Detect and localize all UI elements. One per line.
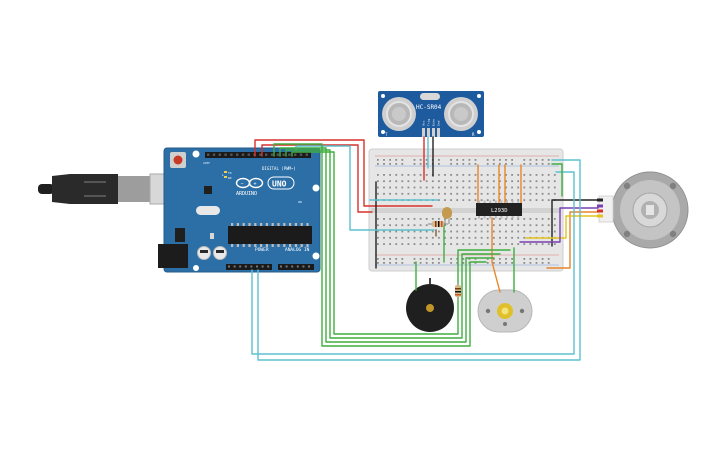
- stepper-lead: [597, 198, 603, 202]
- sensor-t-label: T: [385, 132, 388, 137]
- led-icon: [442, 207, 452, 224]
- analog-label: ANALOG IN: [285, 247, 310, 253]
- digital-header: [205, 152, 311, 158]
- resistor-icon: [455, 283, 461, 300]
- sensor-pin-label: Gnd: [437, 120, 441, 126]
- usb-cable-icon: [38, 173, 175, 205]
- wire: [273, 143, 487, 347]
- sensor-pin-echo[interactable]: [432, 128, 435, 137]
- sensor-pin-gnd[interactable]: [437, 128, 440, 137]
- svg-text:+: +: [254, 182, 257, 188]
- power-header: [226, 264, 272, 270]
- tx-label: TX: [228, 171, 232, 175]
- dc-motor-icon[interactable]: [477, 289, 533, 333]
- sensor-pin-label: Trig: [427, 119, 431, 126]
- crystal-oscillator: [420, 93, 440, 100]
- resistor-icon: [428, 221, 448, 227]
- rx-label: RX: [228, 176, 232, 180]
- wire: [257, 159, 581, 361]
- wire: [251, 171, 575, 355]
- stepper-lead: [597, 214, 603, 218]
- wire: [491, 217, 501, 293]
- transmitter-transducer: [382, 97, 416, 131]
- stepper-motor-icon[interactable]: [598, 171, 689, 249]
- breadboard[interactable]: [368, 148, 564, 272]
- l-label: L: [222, 173, 224, 177]
- wire: [279, 147, 495, 343]
- sensor-pin-trig[interactable]: [427, 128, 430, 137]
- arduino-label: ARDUINO: [236, 191, 257, 197]
- digital-label: DIGITAL (PWM~): [262, 166, 296, 171]
- receiver-transducer: [444, 97, 478, 131]
- sensor-pin-vcc[interactable]: [422, 128, 425, 137]
- wire: [285, 149, 501, 339]
- wire: [525, 215, 599, 239]
- atmega-chip: [228, 226, 312, 244]
- wire: [254, 139, 433, 207]
- wire: [551, 163, 563, 197]
- aref-label: AREF: [203, 161, 210, 165]
- wire: [546, 211, 599, 269]
- piezo-buzzer-icon[interactable]: [406, 278, 454, 332]
- wire: [551, 199, 599, 247]
- chip-label: L293D: [491, 208, 508, 214]
- analog-header: [278, 264, 314, 270]
- arduino-logo-icon: − +: [235, 177, 264, 189]
- sensor-model-label: HC-SR04: [416, 104, 442, 111]
- crystal: [196, 206, 220, 215]
- sensor-pin-label: Echo: [432, 119, 436, 126]
- l293d-chip[interactable]: L293D: [476, 200, 522, 219]
- wires: [251, 136, 603, 361]
- on-label: ON: [298, 200, 302, 204]
- wire: [291, 151, 511, 335]
- wire: [261, 144, 373, 213]
- power-label: POWER: [255, 247, 269, 253]
- arduino-uno-board[interactable]: − + UNO ARDUINO DIGITAL (PWM~) AREF TX R…: [158, 147, 321, 273]
- svg-text:−: −: [241, 181, 244, 187]
- sensor-pin-label: Vcc: [422, 120, 426, 126]
- stepper-lead: [597, 209, 603, 213]
- power-jack: [158, 244, 188, 268]
- sensor-r-label: R: [472, 132, 475, 137]
- wire: [519, 207, 599, 243]
- stepper-lead: [597, 204, 603, 208]
- uno-label: UNO: [272, 180, 287, 189]
